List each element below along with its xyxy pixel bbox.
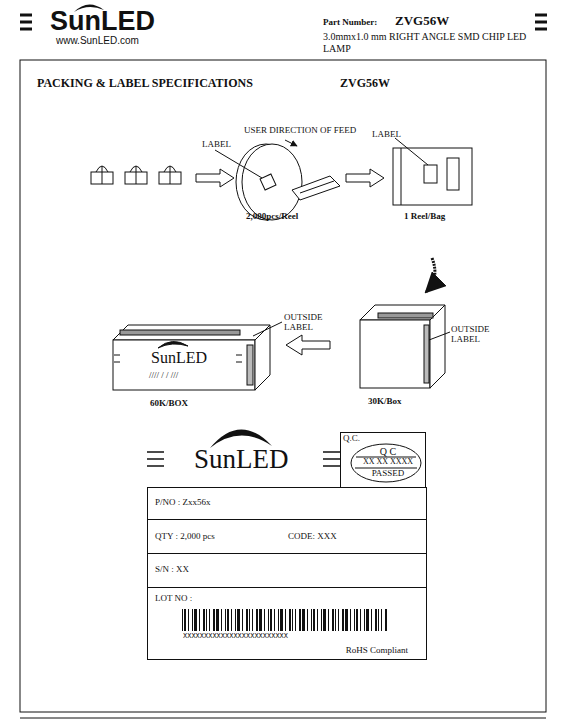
label-row: QTY : 2,000 pcs CODE: XXX — [147, 519, 427, 554]
label-field: XXXXXXXXXXXXXXXXXXXXXXXXX — [183, 633, 288, 641]
reel — [215, 140, 340, 220]
label-field: RoHS Compliant — [346, 646, 408, 656]
label-text: 2,000pcs/Reel — [246, 211, 298, 221]
label-text: OUTSIDE LABEL — [451, 324, 501, 345]
label-text: //// / / /// — [149, 370, 178, 380]
carton-60k — [113, 322, 282, 390]
label-field: S/N : XX — [155, 565, 189, 575]
label-text: LABEL — [372, 129, 401, 139]
label-text: ZVG56W — [395, 14, 449, 29]
label-text: 1 Reel/Bag — [404, 211, 445, 221]
page-rule — [20, 718, 546, 719]
led-chips — [91, 166, 181, 184]
label-text: Part Number: — [323, 17, 377, 27]
label-field: Q C — [350, 446, 426, 457]
label-text: PACKING & LABEL SPECIFICATIONS — [37, 77, 253, 91]
label-row: LOT NO : XXXXXXXXXXXXXXXXXXXXXXXXX RoHS Co… — [147, 587, 427, 660]
bag — [393, 138, 472, 205]
barcode — [182, 609, 387, 631]
label-field: CODE: XXX — [288, 532, 337, 542]
label-field: LOT NO : — [155, 594, 192, 604]
label-text: www.SunLED.com — [56, 35, 139, 47]
label-field: PASSED — [350, 469, 426, 479]
label-text: OUTSIDE LABEL — [284, 312, 334, 333]
page-frame — [20, 60, 546, 712]
curved-arrow — [426, 258, 435, 292]
qc-stamp: Q CXX XX XXXX PASSED — [350, 443, 426, 483]
qc-box: Q.C. Q CXX XX XXXX PASSED — [340, 432, 426, 488]
label-text: 60K/BOX — [150, 398, 188, 408]
label-row: S/N : XX — [147, 553, 427, 588]
label-text: LABEL — [202, 139, 231, 149]
label-text: ZVG56W — [340, 77, 390, 91]
label-row: P/NO : Zxx56x — [147, 487, 427, 520]
label-field: XX XX XXXX — [350, 458, 426, 467]
carton-30k — [360, 305, 450, 388]
label-field: QTY : 2,000 pcs — [155, 532, 215, 542]
label-text: SunLED — [194, 444, 289, 475]
label-text: 3.0mmx1.0 mm RIGHT ANGLE SMD CHIP LED LA… — [323, 31, 538, 54]
label-text: 30K/Box — [368, 396, 402, 406]
label-text: SunLED — [151, 349, 207, 367]
label-text: SunLED — [50, 6, 155, 37]
label-field: P/NO : Zxx56x — [155, 498, 211, 508]
label-text: USER DIRECTION OF FEED — [244, 125, 356, 135]
label-field: Q.C. — [343, 434, 360, 444]
